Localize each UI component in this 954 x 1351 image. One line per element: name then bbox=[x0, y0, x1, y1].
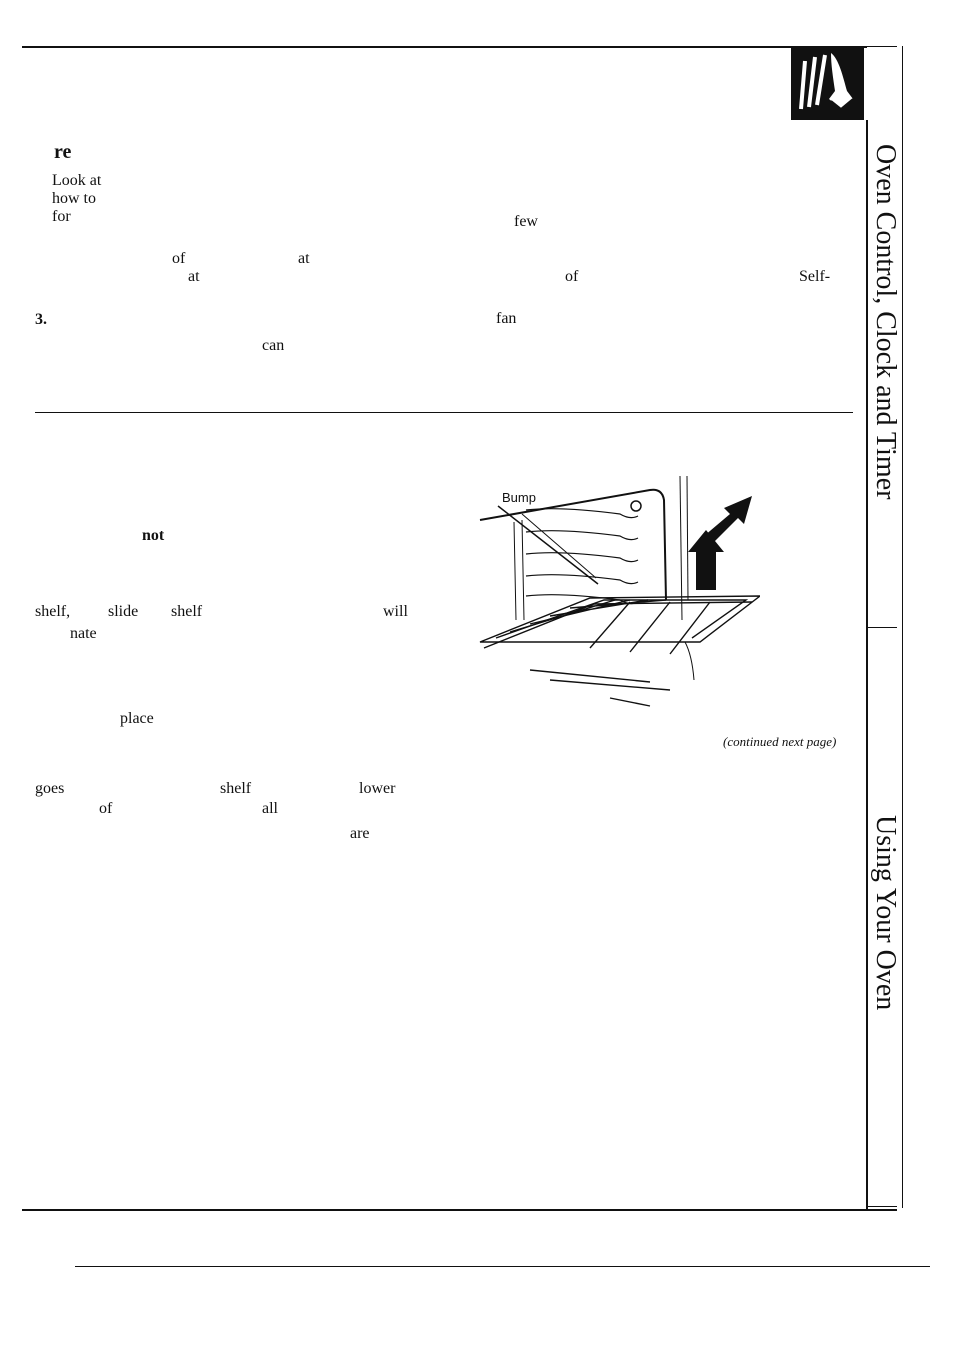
text-fragment: shelf bbox=[220, 780, 252, 797]
side-title-oven-control: Oven Control, Clock and Timer bbox=[870, 144, 901, 500]
middle-rule bbox=[35, 412, 853, 413]
side-title-using-your-oven: Using Your Oven bbox=[870, 815, 901, 1011]
text-fragment: goes bbox=[35, 780, 65, 797]
text-fragment: slide bbox=[108, 603, 139, 620]
text-fragment: nate bbox=[70, 625, 97, 642]
footer-rule bbox=[75, 1266, 930, 1267]
side-tab-right-border bbox=[902, 46, 903, 1208]
top-rule-right bbox=[867, 46, 897, 47]
text-fragment: few bbox=[514, 213, 538, 230]
continued-caption: (continued next page) bbox=[723, 734, 837, 749]
step-number: 3. bbox=[35, 311, 47, 328]
text-fragment: lower bbox=[359, 780, 396, 797]
side-tab-left-border bbox=[866, 120, 868, 1210]
text-fragment: fan bbox=[496, 310, 517, 327]
text-fragment: of bbox=[99, 800, 113, 817]
text-fragment: at bbox=[298, 250, 310, 267]
hand-pressing-button-icon bbox=[791, 47, 864, 120]
text-fragment: Look at bbox=[52, 172, 102, 189]
text-fragment: shelf bbox=[171, 603, 203, 620]
text-fragment: at bbox=[188, 268, 200, 285]
text-fragment: can bbox=[262, 337, 285, 354]
bottom-rule bbox=[22, 1209, 897, 1211]
oven-shelf-illustration: Bump bbox=[470, 470, 763, 710]
side-tab-divider bbox=[867, 627, 897, 628]
figure-label-bump: Bump bbox=[502, 490, 536, 505]
text-fragment: for bbox=[52, 208, 71, 225]
text-fragment: place bbox=[120, 710, 154, 727]
text-fragment: of bbox=[172, 250, 186, 267]
text-fragment: are bbox=[350, 825, 370, 842]
emphasis-not: not bbox=[142, 527, 165, 544]
top-rule bbox=[22, 46, 867, 48]
side-tab-bottom bbox=[867, 1206, 897, 1207]
text-fragment: will bbox=[383, 603, 408, 620]
text-fragment: how to bbox=[52, 190, 96, 207]
text-fragment: Self- bbox=[799, 268, 831, 285]
section-heading-fragment: re bbox=[54, 141, 72, 163]
text-fragment: of bbox=[565, 268, 579, 285]
text-fragment: shelf, bbox=[35, 603, 71, 620]
text-fragment: all bbox=[262, 800, 278, 817]
